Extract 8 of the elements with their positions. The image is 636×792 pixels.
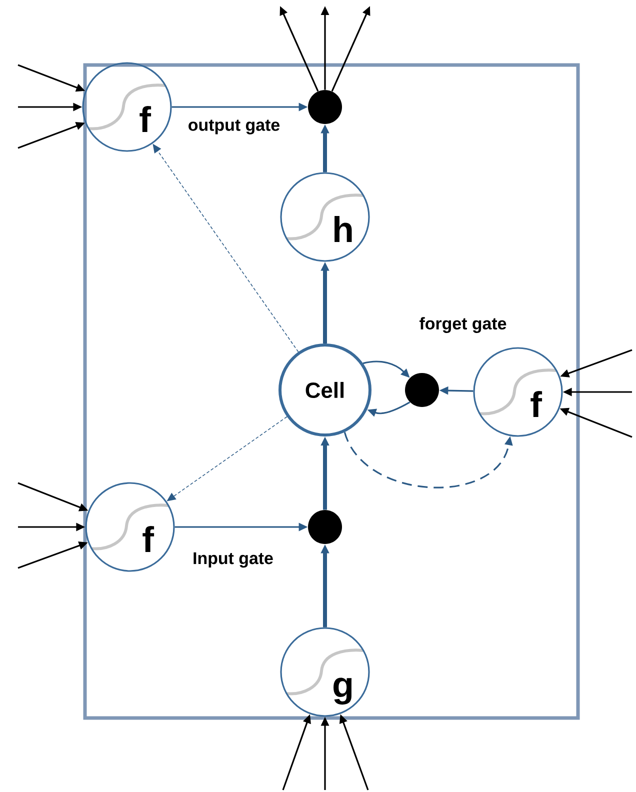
multiply-dot	[308, 90, 342, 124]
arrow	[344, 432, 513, 488]
gate-label: output gate	[188, 120, 280, 134]
gate-label: forget gate	[420, 317, 506, 333]
multiply-dot	[405, 373, 439, 407]
gate-label: Input gate	[194, 552, 273, 568]
multiply-dot	[308, 510, 342, 544]
frame-box	[83, 63, 580, 720]
